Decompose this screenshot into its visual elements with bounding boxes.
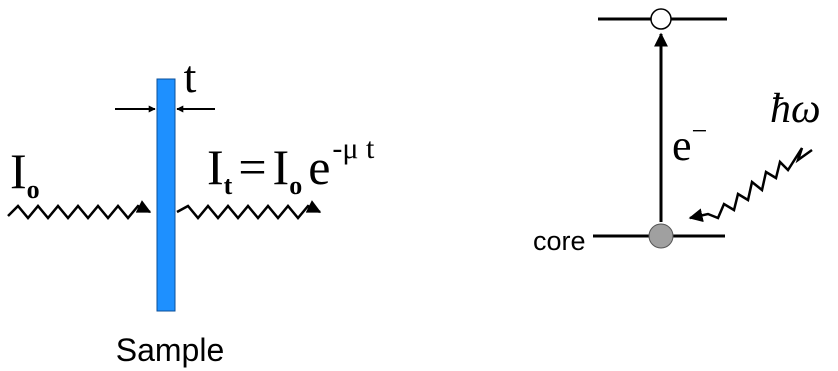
electron-label: e− (672, 116, 707, 170)
core-label: core (533, 226, 586, 256)
sample-caption: Sample (116, 332, 225, 368)
thickness-label: t (184, 51, 197, 102)
rhs-intensity: I (273, 139, 290, 195)
photon-label: ħω (770, 86, 821, 132)
transmitted-intensity: I (207, 139, 224, 195)
photoelectric-panel: core e− ħω (533, 8, 821, 256)
incident-ray (7, 200, 152, 220)
photon-ray (688, 147, 813, 223)
incident-subscript: o (27, 175, 40, 204)
electron-superscript: − (692, 116, 708, 147)
incident-intensity-label: Io (10, 143, 40, 204)
transmitted-ray (176, 200, 322, 220)
equals-sign: = (238, 139, 266, 195)
empty-state-circle (650, 8, 672, 30)
sample-slab (156, 78, 176, 312)
exponential-e: e (308, 139, 330, 195)
core-state-circle (648, 223, 674, 249)
rhs-subscript: o (289, 171, 302, 200)
exponent: -μ t (332, 132, 375, 165)
transmitted-subscript: t (224, 171, 233, 200)
